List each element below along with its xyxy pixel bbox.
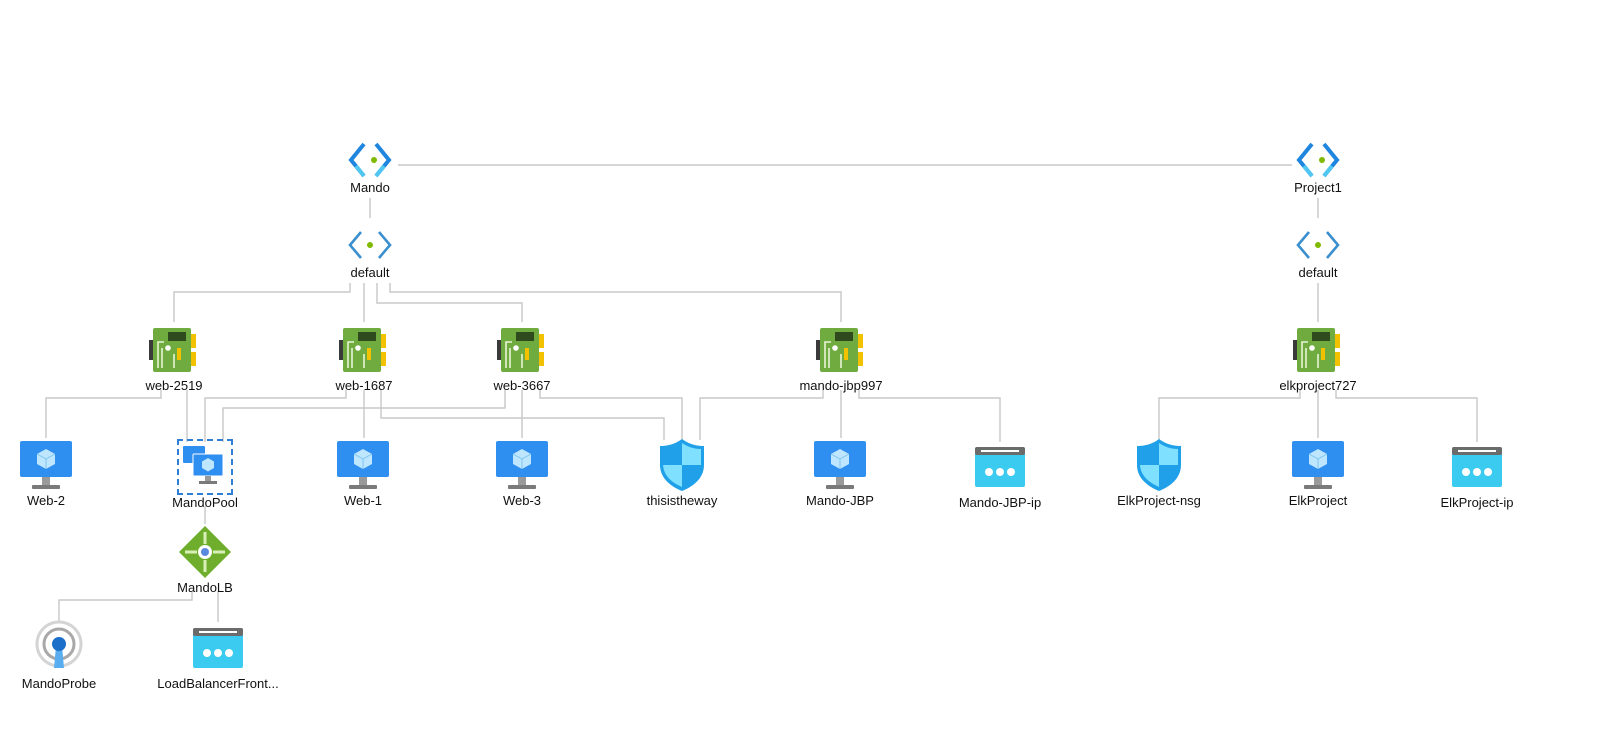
vm-icon: [16, 435, 76, 495]
edge-nic-web-3667-to-nsg-thisistheway: [539, 390, 683, 440]
nic-icon: [492, 320, 552, 380]
edge-nic-web-1687-to-pool-mandopool: [204, 390, 347, 442]
edge-nic-mando-jbp997-to-pip-mando-jbp-ip: [858, 390, 1001, 442]
node-pip-mando-jbp-ip[interactable]: Mando-JBP-ip: [959, 447, 1041, 510]
node-vm-web-3[interactable]: Web-3: [496, 441, 548, 508]
node-label: MandoPool: [172, 495, 238, 510]
vm-icon: [810, 435, 870, 495]
node-label: elkproject727: [1279, 378, 1357, 393]
node-label: MandoLB: [177, 580, 233, 595]
subnet-icon: [1288, 215, 1348, 275]
nic-icon: [811, 320, 871, 380]
edge-lb-mandolb-to-probe-mandoprobe: [58, 591, 193, 622]
node-label: ElkProject-nsg: [1117, 493, 1201, 508]
node-label: ElkProject: [1288, 493, 1348, 508]
probe-icon: [29, 618, 89, 678]
node-label: Project1: [1294, 180, 1342, 195]
node-label: web-1687: [335, 378, 393, 393]
node-label: default: [1298, 265, 1338, 280]
node-label: Web-1: [343, 493, 383, 508]
node-label: Mando-JBP-ip: [958, 495, 1042, 510]
pip-icon: [1447, 437, 1507, 497]
node-nic-web-2519[interactable]: web-2519: [145, 328, 203, 393]
vnet-icon: [1288, 130, 1348, 190]
node-label: mando-jbp997: [799, 378, 883, 393]
node-pip-elkproject-ip[interactable]: ElkProject-ip: [1441, 447, 1513, 510]
edge-subnet-mando-default-to-nic-mando-jbp997: [389, 283, 842, 322]
subnet-icon: [340, 215, 400, 275]
node-nsg-elkproject-nsg[interactable]: ElkProject-nsg: [1117, 439, 1201, 508]
pip-icon: [970, 437, 1030, 497]
edge-nic-web-1687-to-nsg-thisistheway: [380, 390, 665, 440]
edge-subnet-mando-default-to-nic-web-2519: [173, 283, 351, 322]
vm-icon: [492, 435, 552, 495]
node-pool-mandopool[interactable]: MandoPool: [172, 439, 238, 510]
node-fe-loadbalancerfront[interactable]: LoadBalancerFront...: [157, 628, 279, 691]
node-label: default: [350, 265, 390, 280]
nic-icon: [144, 320, 204, 380]
nic-icon: [1288, 320, 1348, 380]
node-label: thisistheway: [646, 493, 718, 508]
lb-icon: [175, 522, 235, 582]
edge-nic-mando-jbp997-to-nsg-thisistheway: [699, 390, 824, 440]
node-nic-mando-jbp997[interactable]: mando-jbp997: [799, 328, 883, 393]
nsg-icon: [1129, 435, 1189, 495]
vm-icon: [1288, 435, 1348, 495]
pip-icon: [188, 618, 248, 678]
node-lb-mandolb[interactable]: MandoLB: [177, 526, 233, 595]
node-nsg-thisistheway[interactable]: thisistheway: [647, 439, 717, 508]
node-label: ElkProject-ip: [1440, 495, 1514, 510]
node-label: Mando-JBP: [806, 493, 874, 508]
vnet-icon: [340, 130, 400, 190]
nsg-icon: [652, 435, 712, 495]
node-vnet-mando[interactable]: Mando: [348, 142, 392, 195]
pool-icon: [175, 437, 235, 497]
node-nic-elkproject727[interactable]: elkproject727: [1279, 328, 1357, 393]
edge-nic-elkproject727-to-nsg-elkproject-nsg: [1158, 390, 1301, 440]
edge-subnet-mando-default-to-nic-web-3667: [376, 283, 523, 322]
node-label: Web-3: [502, 493, 542, 508]
node-vm-elkproject[interactable]: ElkProject: [1289, 441, 1347, 508]
node-vm-web-2[interactable]: Web-2: [20, 441, 72, 508]
node-subnet-project1-default[interactable]: default: [1296, 231, 1340, 280]
node-probe-mandoprobe[interactable]: MandoProbe: [22, 620, 96, 691]
node-label: Mando: [350, 180, 390, 195]
node-label: MandoProbe: [21, 676, 97, 691]
node-label: web-3667: [493, 378, 551, 393]
edge-nic-web-2519-to-vm-web-2: [45, 390, 162, 438]
node-vnet-project1[interactable]: Project1: [1294, 142, 1342, 195]
node-vm-mando-jbp[interactable]: Mando-JBP: [806, 441, 874, 508]
vm-icon: [333, 435, 393, 495]
node-nic-web-1687[interactable]: web-1687: [335, 328, 393, 393]
node-label: Web-2: [26, 493, 66, 508]
node-subnet-mando-default[interactable]: default: [348, 231, 392, 280]
nic-icon: [334, 320, 394, 380]
edge-nic-elkproject727-to-pip-elkproject-ip: [1335, 390, 1478, 442]
node-label: web-2519: [145, 378, 203, 393]
node-vm-web-1[interactable]: Web-1: [337, 441, 389, 508]
node-nic-web-3667[interactable]: web-3667: [493, 328, 551, 393]
node-label: LoadBalancerFront...: [157, 676, 279, 691]
